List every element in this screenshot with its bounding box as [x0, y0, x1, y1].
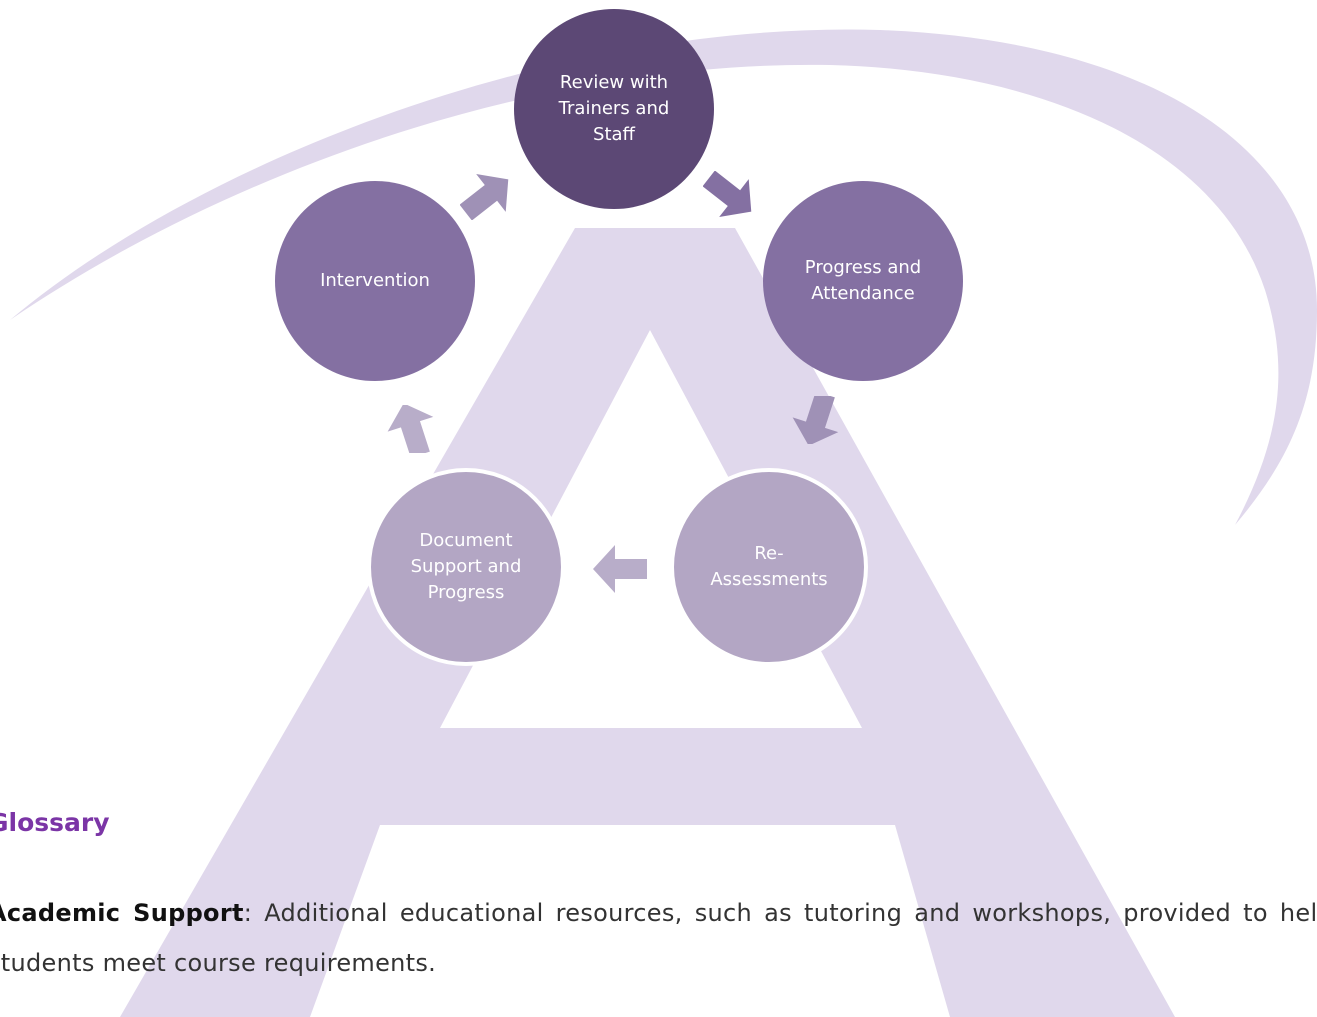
- arrow-document-to-intervention: [385, 405, 439, 453]
- arrow-intervention-to-review: [460, 172, 514, 220]
- arrow-shape: [792, 396, 839, 444]
- arrow-progress-to-reassess: [790, 396, 844, 444]
- glossary-heading: Glossary: [0, 808, 110, 837]
- node-review: Review with Trainers and Staff: [514, 9, 714, 209]
- glossary-separator: :: [243, 899, 253, 927]
- arrow-shape: [703, 171, 752, 217]
- node-document: Document Support and Progress: [367, 468, 565, 666]
- watermark-letter-a: [120, 228, 1175, 1017]
- arrow-shape: [460, 174, 509, 220]
- node-progress: Progress and Attendance: [763, 181, 963, 381]
- node-intervention: Intervention: [275, 181, 475, 381]
- glossary-entry: Academic Support: Additional educational…: [0, 888, 1317, 988]
- glossary-definition: Additional educational resources, such a…: [0, 899, 1317, 977]
- arrow-review-to-progress: [703, 171, 757, 219]
- glossary-term: Academic Support: [0, 899, 244, 927]
- watermark-swoosh: [10, 29, 1317, 525]
- arrow-shape: [387, 405, 434, 453]
- arrow-reassess-to-document: [593, 545, 647, 593]
- node-reassess: Re-Assessments: [670, 468, 868, 666]
- arrow-shape: [593, 545, 647, 593]
